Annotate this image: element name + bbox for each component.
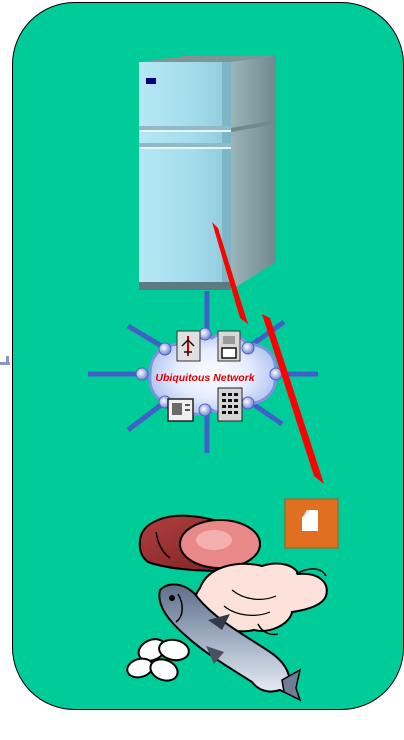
phone-device-icon [218,331,240,361]
network-label: Ubiquitous Network [155,372,255,384]
edge-connector-mark [0,356,10,365]
id-card-device-icon [168,399,193,421]
antenna-device-icon [177,331,200,361]
rfid-tag-icon [285,499,338,548]
keypad-device-icon [218,388,242,421]
fridge-badge [146,78,156,84]
refrigerator-icon [139,56,276,290]
ham-icon [140,516,260,571]
